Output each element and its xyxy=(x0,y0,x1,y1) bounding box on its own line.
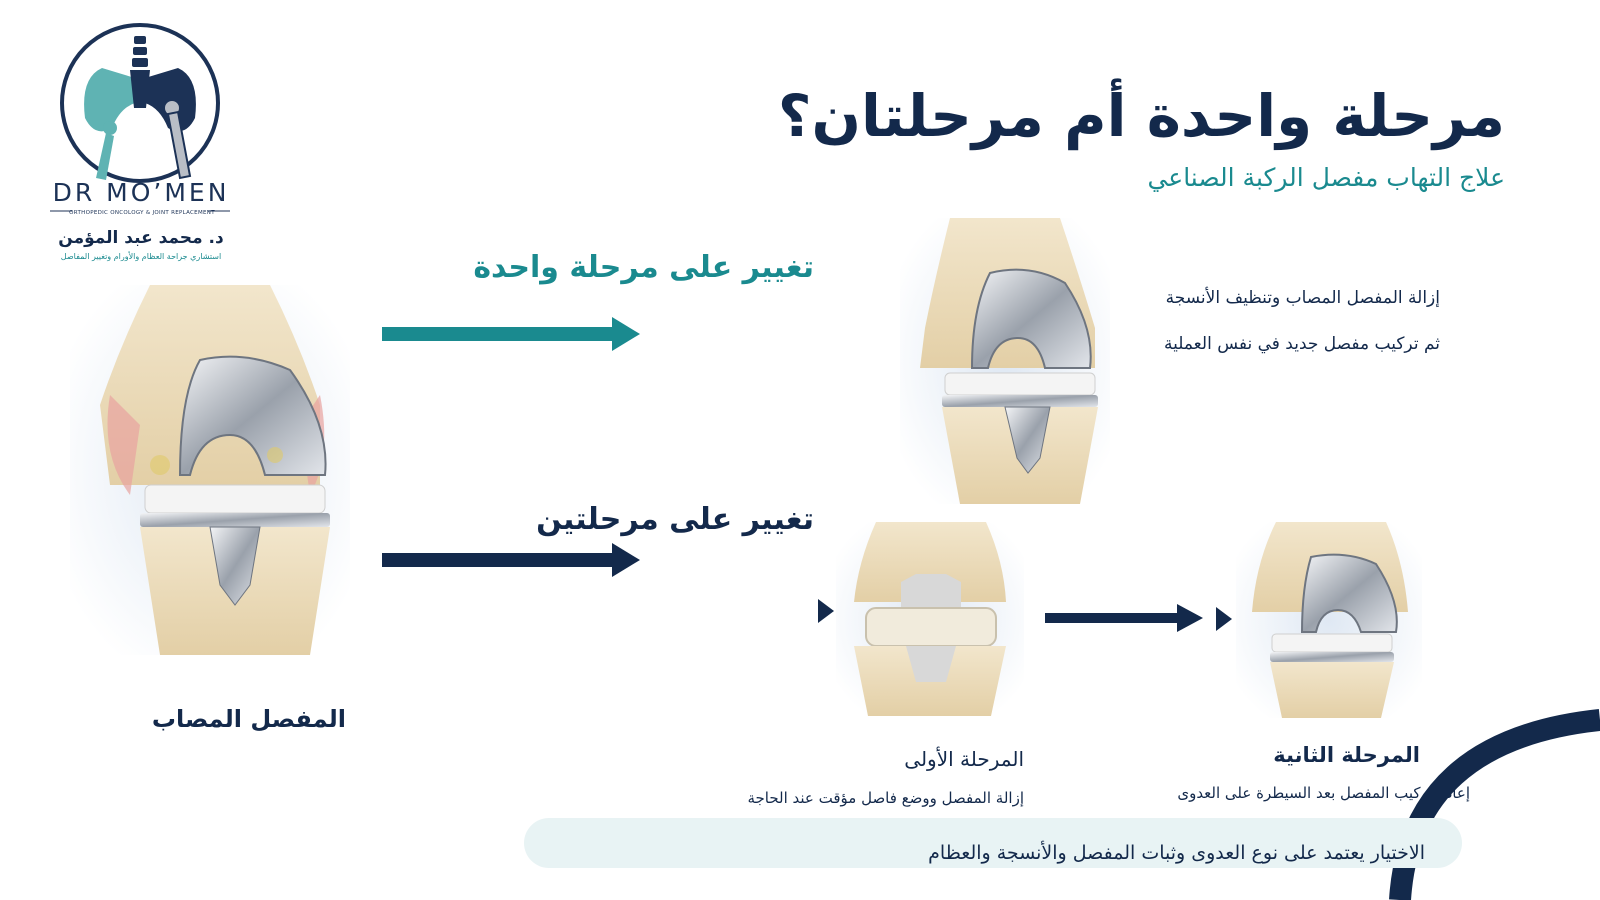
affected-joint-label: المفصل المصاب xyxy=(151,705,346,733)
logo-tagline: ORTHOPEDIC ONCOLOGY & JOINT REPLACEMENT xyxy=(69,210,215,216)
arrow-right-icon xyxy=(382,317,640,351)
one-stage-heading: تغيير على مرحلة واحدة xyxy=(473,250,814,285)
play-triangle-icon xyxy=(818,599,834,623)
play-triangle-icon xyxy=(1216,607,1232,631)
logo-arabic-tagline: استشاري جراحة العظام والأورام وتغيير الم… xyxy=(60,252,222,261)
one-stage-knee-image xyxy=(900,218,1110,504)
logo-arabic-name: د. محمد عبد المؤمن xyxy=(58,228,224,248)
page-subtitle: علاج التهاب مفصل الركبة الصناعي xyxy=(1147,163,1505,192)
logo-name: DR MO’MEN xyxy=(52,178,230,207)
one-stage-desc-line2: ثم تركيب مفصل جديد في نفس العملية xyxy=(1163,334,1440,354)
one-stage-desc-line1: إزالة المفصل المصاب وتنظيف الأنسجة xyxy=(1165,288,1440,308)
stage1-desc: إزالة المفصل ووضع فاصل مؤقت عند الحاجة xyxy=(747,789,1024,807)
arrow-right-icon xyxy=(382,543,640,577)
arrow-right-icon xyxy=(1045,604,1203,632)
page-title: مرحلة واحدة أم مرحلتان؟ xyxy=(777,82,1505,150)
stage1-label: المرحلة الأولى xyxy=(904,747,1024,771)
decorative-arc xyxy=(1389,709,1600,900)
footer-note: الاختيار يعتمد على نوع العدوى وثبات المف… xyxy=(928,842,1425,864)
stage2-knee-image xyxy=(1236,522,1422,718)
footer-note-bar xyxy=(524,818,1462,868)
two-stage-heading: تغيير على مرحلتين xyxy=(536,502,814,537)
pelvis-logo-icon xyxy=(50,23,230,212)
stage2-desc: إعادة تركيب المفصل بعد السيطرة على العدو… xyxy=(1177,784,1470,802)
spacer-knee-image xyxy=(836,522,1024,716)
stage2-label: المرحلة الثانية xyxy=(1273,743,1420,767)
infected-knee-image xyxy=(70,285,350,655)
